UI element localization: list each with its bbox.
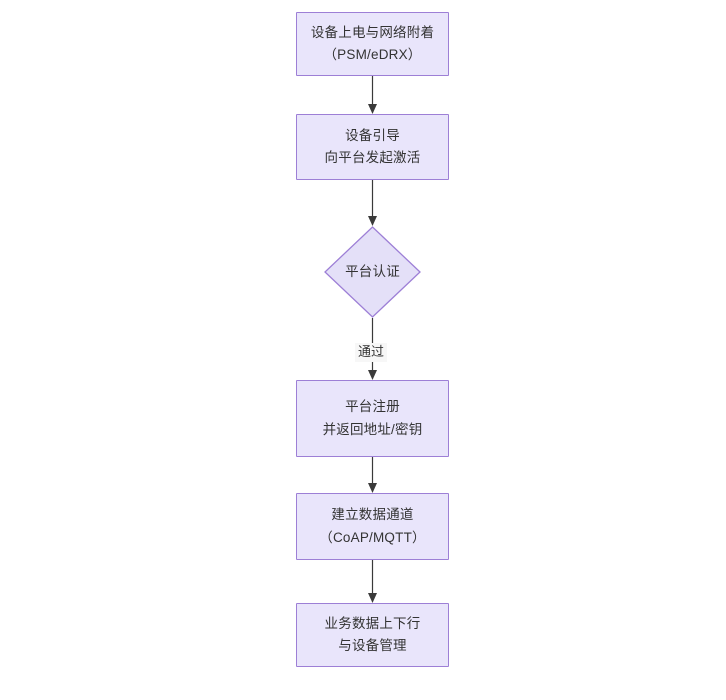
node-data-channel[interactable]: 建立数据通道 （CoAP/MQTT） — [296, 493, 449, 560]
node-power-on-line-2: （PSM/eDRX） — [323, 47, 422, 62]
node-service-data-line-1: 业务数据上下行 — [324, 615, 421, 631]
node-power-on[interactable]: 设备上电与网络附着 （PSM/eDRX） — [296, 12, 449, 76]
node-platform-register[interactable]: 平台注册 并返回地址/密钥 — [296, 380, 449, 457]
node-data-channel-line-2: （CoAP/MQTT） — [319, 529, 426, 545]
node-bootstrap[interactable]: 设备引导 向平台发起激活 — [296, 114, 449, 180]
edge-power-on-to-bootstrap — [368, 76, 377, 114]
node-service-data[interactable]: 业务数据上下行 与设备管理 — [296, 603, 449, 667]
node-platform-register-line-1: 平台注册 — [345, 399, 400, 415]
node-platform-auth-label: 平台认证 — [345, 263, 400, 279]
node-platform-auth[interactable]: 平台认证 — [324, 226, 421, 318]
edge-label-pass: 通过 — [355, 343, 388, 362]
edge-bootstrap-to-platform-auth — [368, 180, 377, 226]
node-service-data-line-2: 与设备管理 — [338, 638, 407, 653]
diamond-shape-icon — [324, 226, 421, 318]
edge-data-channel-to-service-data — [368, 560, 377, 603]
node-power-on-line-1: 设备上电与网络附着 — [310, 24, 435, 40]
node-data-channel-line-1: 建立数据通道 — [331, 507, 414, 523]
node-bootstrap-line-2: 向平台发起激活 — [324, 150, 421, 165]
edge-platform-register-to-data-channel — [368, 457, 377, 493]
node-bootstrap-line-1: 设备引导 — [345, 127, 400, 143]
node-platform-register-line-2: 并返回地址/密钥 — [322, 421, 423, 437]
